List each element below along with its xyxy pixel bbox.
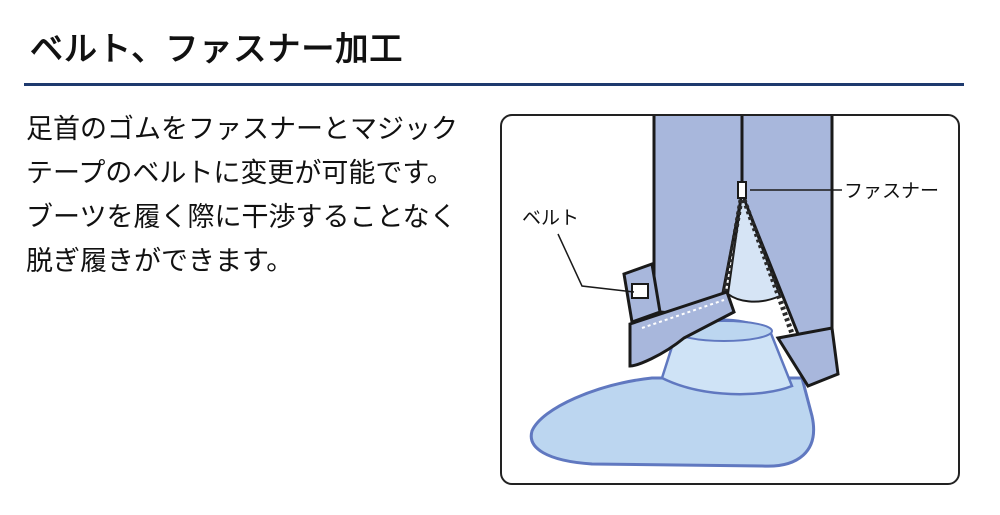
belt-leader-line — [557, 233, 635, 293]
boot-foot — [529, 376, 815, 468]
belt-buckle — [631, 283, 649, 299]
cuff-band-right — [775, 326, 840, 388]
illustration-frame: ファスナー ベルト — [500, 114, 960, 485]
pants-boot-illustration: ファスナー ベルト — [522, 116, 939, 468]
fastener-label: ファスナー — [844, 180, 939, 202]
description-line: 脱ぎ履きができます。 — [26, 246, 294, 277]
zipper-pull — [737, 181, 747, 199]
description-line: ブーツを履く際に干渉することなく — [26, 202, 457, 233]
belt-label: ベルト — [522, 207, 579, 229]
description-line: 足首のゴムをファスナーとマジック — [26, 114, 458, 145]
title-divider — [24, 83, 964, 86]
section-title: ベルト、ファスナー加工 — [30, 29, 404, 68]
belt-strap — [628, 290, 736, 368]
belt-stitching — [641, 299, 725, 329]
description-line: テープのベルトに変更が可能です。 — [26, 158, 454, 189]
description: 足首のゴムをファスナーとマジック テープのベルトに変更が可能です。 ブーツを履く… — [26, 108, 506, 284]
